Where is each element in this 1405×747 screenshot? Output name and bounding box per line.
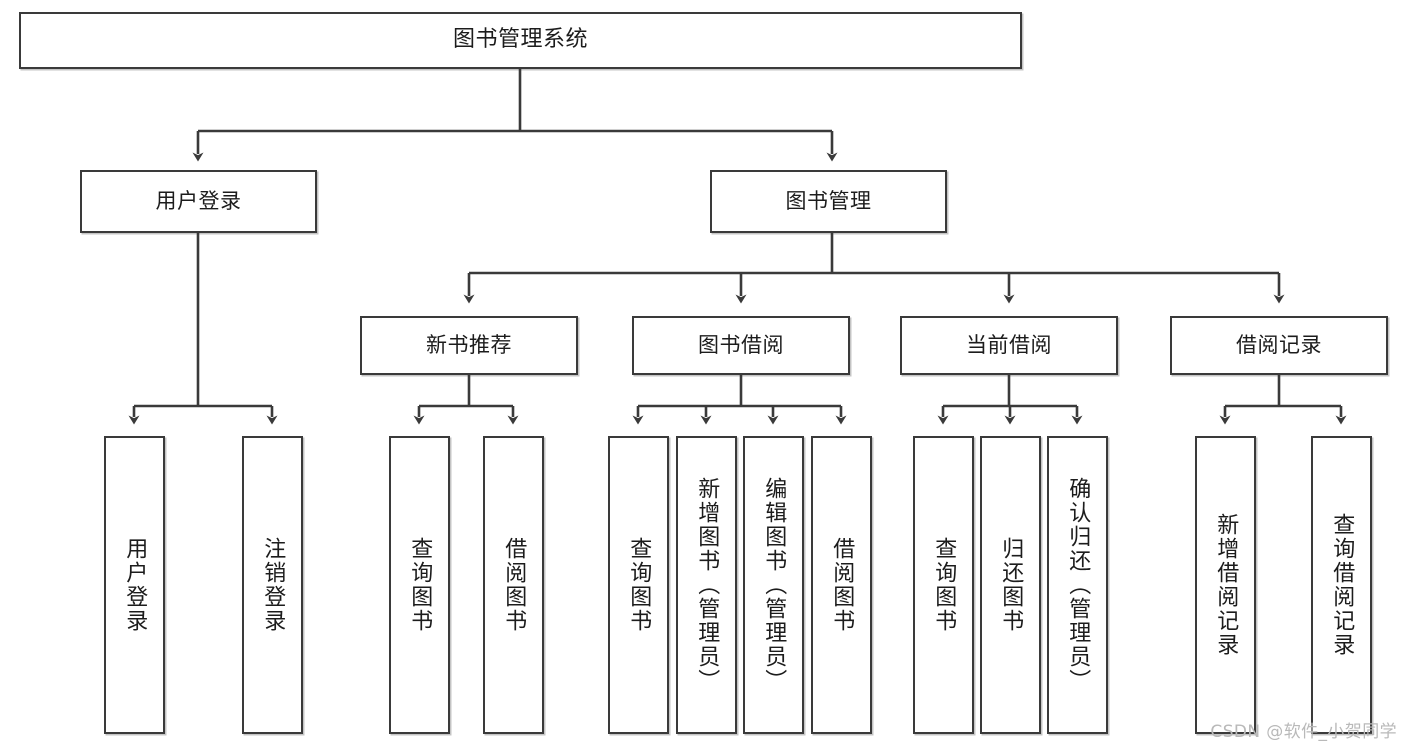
- node-label: 借阅图书: [501, 537, 527, 633]
- node-label: 查询图书: [407, 537, 433, 633]
- leaf-query-book-borrow[interactable]: 查询图书: [608, 436, 669, 734]
- leaf-query-book-current[interactable]: 查询图书: [913, 436, 974, 734]
- node-user-login[interactable]: 用户登录: [80, 170, 317, 233]
- node-label: 注销登录: [260, 537, 286, 633]
- leaf-add-borrow-record[interactable]: 新增借阅记录: [1195, 436, 1256, 734]
- node-new-book-recommend[interactable]: 新书推荐: [360, 316, 578, 375]
- node-root-system[interactable]: 图书管理系统: [19, 12, 1022, 69]
- leaf-user-login[interactable]: 用户登录: [104, 436, 165, 734]
- node-label: 查询图书: [931, 537, 957, 633]
- node-label: 查询借阅记录: [1329, 513, 1355, 657]
- node-label: 查询图书: [626, 537, 652, 633]
- leaf-confirm-return-admin[interactable]: 确认归还（管理员）: [1047, 436, 1108, 734]
- leaf-borrow-book[interactable]: 借阅图书: [811, 436, 872, 734]
- leaf-edit-book-admin[interactable]: 编辑图书（管理员）: [743, 436, 804, 734]
- node-label: 当前借阅: [966, 332, 1052, 357]
- node-label: 归还图书: [998, 537, 1024, 633]
- node-label: 新书推荐: [426, 332, 512, 357]
- node-label: 编辑图书（管理员）: [761, 477, 787, 693]
- node-book-borrow[interactable]: 图书借阅: [632, 316, 850, 375]
- leaf-borrow-book-recommend[interactable]: 借阅图书: [483, 436, 544, 734]
- leaf-add-book-admin[interactable]: 新增图书（管理员）: [676, 436, 737, 734]
- node-label: 借阅图书: [829, 537, 855, 633]
- node-label: 图书借阅: [698, 332, 784, 357]
- leaf-query-book-recommend[interactable]: 查询图书: [389, 436, 450, 734]
- leaf-logout-login[interactable]: 注销登录: [242, 436, 303, 734]
- node-book-management[interactable]: 图书管理: [710, 170, 947, 233]
- node-label: 用户登录: [155, 188, 242, 213]
- node-borrow-record[interactable]: 借阅记录: [1170, 316, 1388, 375]
- node-label: 图书管理: [785, 188, 872, 213]
- node-label: 用户登录: [122, 537, 148, 633]
- watermark: CSDN @软件_小贺同学: [1210, 722, 1397, 742]
- node-label: 借阅记录: [1236, 332, 1322, 357]
- leaf-query-borrow-record[interactable]: 查询借阅记录: [1311, 436, 1372, 734]
- node-label: 确认归还（管理员）: [1065, 477, 1091, 693]
- node-current-borrow[interactable]: 当前借阅: [900, 316, 1118, 375]
- node-label: 图书管理系统: [452, 27, 588, 53]
- node-label: 新增借阅记录: [1213, 513, 1239, 657]
- leaf-return-book[interactable]: 归还图书: [980, 436, 1041, 734]
- node-label: 新增图书（管理员）: [694, 477, 720, 693]
